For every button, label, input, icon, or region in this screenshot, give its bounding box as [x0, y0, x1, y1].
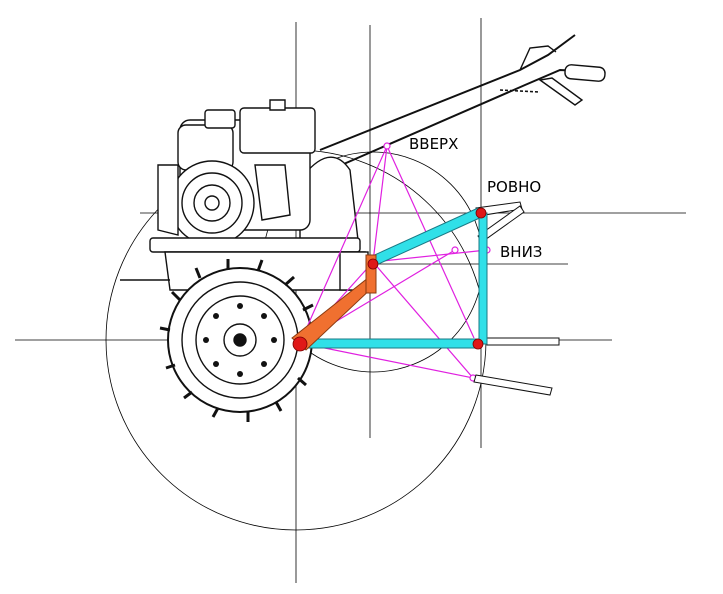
upper-link-bar [367, 207, 485, 267]
up-point [383, 142, 391, 150]
pivot-points [292, 207, 487, 352]
label-level: РОВНО [487, 178, 542, 196]
up-arc-link [386, 145, 475, 339]
pivot-wheel-icon [292, 336, 308, 352]
down-link [372, 249, 488, 263]
pivot-hitch-icon [367, 258, 379, 270]
label-up: ВВЕРХ [409, 135, 459, 153]
lower-link-bar [301, 338, 479, 349]
tractor-drawing [120, 34, 606, 422]
pivot-level-icon [475, 207, 487, 219]
tine-bottom [473, 374, 553, 396]
rear-vertical-bar [478, 212, 488, 345]
handlebar [319, 34, 606, 171]
mid-point [451, 246, 459, 254]
label-down: ВНИЗ [500, 243, 543, 261]
wheel [159, 259, 319, 422]
frame [149, 237, 361, 253]
pivot-bottom-icon [472, 338, 484, 350]
engine [157, 99, 316, 246]
tine-horizontal [486, 337, 560, 346]
